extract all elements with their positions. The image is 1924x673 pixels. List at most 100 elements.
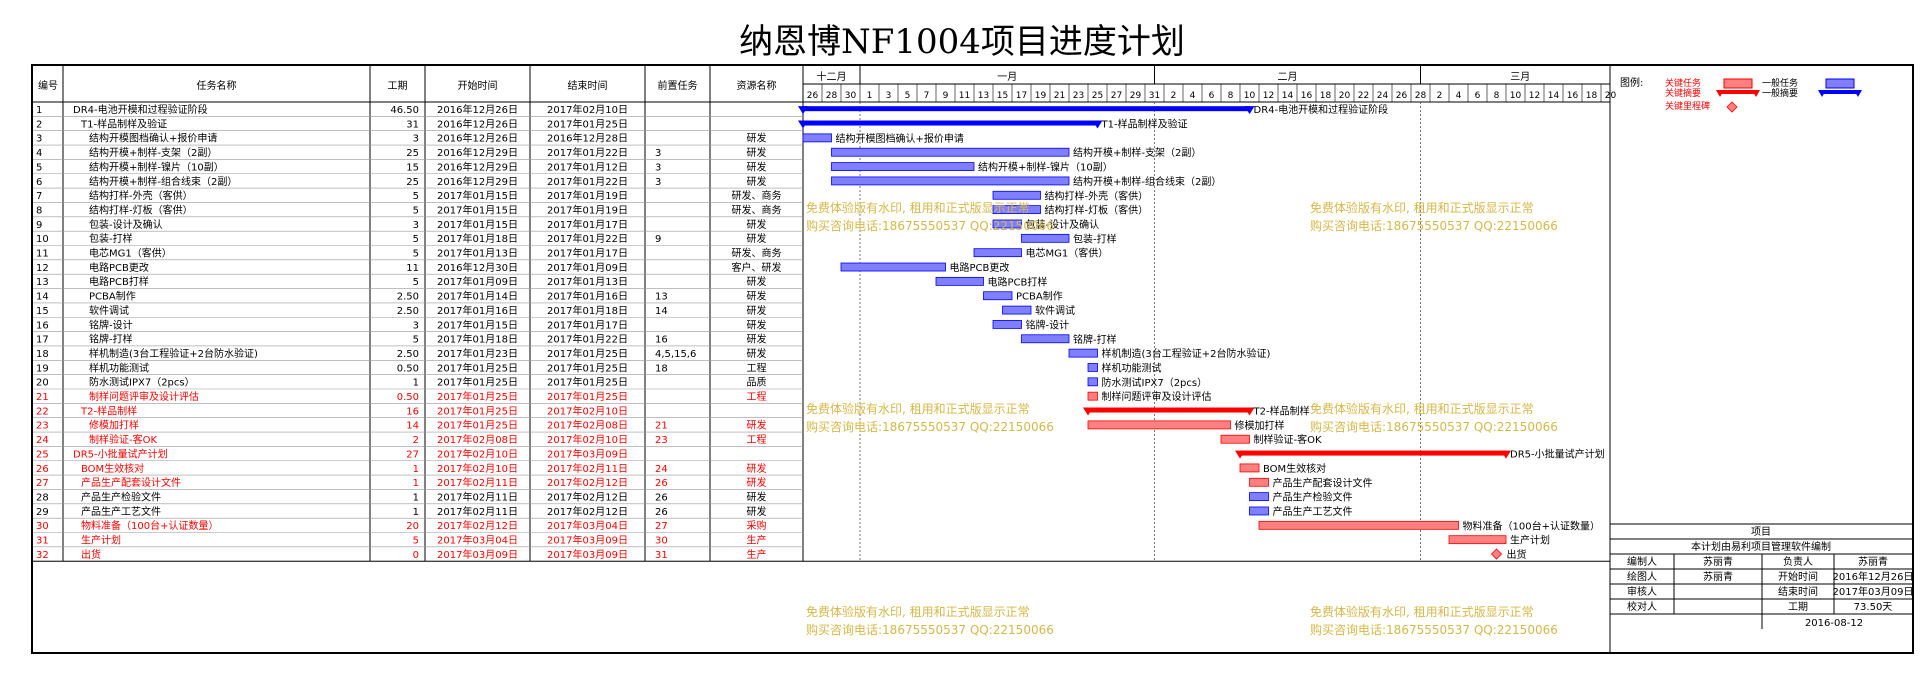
task-bar — [1087, 363, 1098, 372]
task-end: 2017年01月17日 — [547, 318, 628, 331]
task-end: 2017年02月11日 — [547, 462, 628, 475]
info-cell: 苏丽青 — [1858, 555, 1888, 568]
day-tick-label: 8 — [1228, 91, 1234, 101]
day-tick-label: 28 — [1415, 91, 1427, 101]
legend-label: 图例: — [1620, 76, 1643, 89]
watermark-text: 购买咨询电话:18675550537 QQ:22150066 — [1310, 218, 1558, 233]
task-id: 7 — [36, 191, 42, 202]
month-label: 十二月 — [817, 70, 847, 83]
task-duration: 11 — [406, 263, 419, 274]
day-tick-label: 25 — [1092, 91, 1103, 101]
task-name: 电路PCB更改 — [89, 261, 149, 274]
day-tick-label: 10 — [1510, 91, 1522, 101]
task-predecessor: 26 — [655, 492, 668, 503]
task-duration: 5 — [413, 205, 419, 216]
task-id: 23 — [36, 421, 49, 432]
task-end: 2017年01月17日 — [547, 247, 628, 260]
task-resource: 客户、研发 — [732, 261, 782, 274]
info-project-label: 项目 — [1751, 526, 1771, 538]
task-end: 2016年12月28日 — [547, 132, 628, 145]
task-end: 2017年01月22日 — [547, 175, 628, 188]
task-end: 2017年01月17日 — [547, 218, 628, 231]
day-tick-label: 21 — [1054, 91, 1065, 101]
task-resource: 工程 — [747, 362, 767, 374]
summary-end-cap — [1092, 120, 1103, 129]
task-resource: 研发 — [747, 175, 767, 188]
task-name: 修模加打样 — [89, 419, 139, 432]
day-tick-label: 31 — [1149, 91, 1160, 101]
day-tick-label: 11 — [959, 91, 970, 101]
task-name: 结构打样-外壳（客供） — [89, 189, 193, 202]
task-name: 电路PCB打样 — [89, 275, 149, 288]
task-id: 17 — [36, 335, 49, 346]
task-duration: 1 — [413, 464, 419, 475]
task-duration: 14 — [406, 421, 419, 432]
task-resource: 研发 — [747, 275, 767, 288]
task-id: 30 — [36, 521, 49, 532]
watermark-text: 免费体验版有水印, 租用和正式版显示正常 — [806, 604, 1030, 619]
bar-label: 铭牌-打样 — [1073, 333, 1117, 346]
info-cell: 2017年03月09日 — [1833, 585, 1914, 598]
month-label: 三月 — [1510, 71, 1530, 83]
info-cell: 结束时间 — [1778, 585, 1818, 598]
task-bar — [1087, 420, 1231, 430]
day-tick-label: 20 — [1339, 91, 1351, 101]
task-duration: 0 — [413, 550, 419, 561]
watermark-text: 购买咨询电话:18675550537 QQ:22150066 — [806, 622, 1054, 637]
task-duration: 5 — [413, 335, 419, 346]
task-duration: 27 — [406, 449, 419, 460]
bar-label: PCBA制作 — [1016, 290, 1063, 303]
day-tick-label: 17 — [1016, 91, 1027, 101]
task-end: 2017年01月16日 — [547, 290, 628, 303]
legend-swatch-normal-summary — [1822, 90, 1858, 94]
task-name: 防水测试IPX7（2pcs） — [89, 376, 195, 389]
task-start: 2017年03月09日 — [437, 548, 518, 561]
day-tick-label: 16 — [1301, 91, 1313, 101]
task-bar — [1249, 477, 1269, 487]
bar-label: T1-样品制样及验证 — [1101, 118, 1188, 131]
task-predecessor: 14 — [655, 306, 668, 317]
task-id: 8 — [36, 205, 42, 216]
task-bar — [1258, 520, 1459, 530]
task-bar — [992, 320, 1022, 329]
task-predecessor: 23 — [655, 435, 668, 446]
task-start: 2017年01月15日 — [437, 218, 518, 231]
task-end: 2017年01月13日 — [547, 275, 628, 288]
task-bar — [1220, 434, 1250, 444]
task-start: 2017年01月13日 — [437, 247, 518, 260]
day-tick-label: 12 — [1263, 91, 1274, 101]
task-resource: 品质 — [747, 377, 767, 389]
day-tick-label: 15 — [997, 91, 1008, 101]
task-resource: 生产 — [747, 534, 767, 547]
task-bar — [1249, 506, 1269, 516]
task-resource: 研发 — [747, 419, 767, 432]
task-bar — [831, 176, 1070, 186]
task-id: 3 — [36, 134, 42, 145]
task-start: 2016年12月26日 — [437, 117, 518, 130]
task-id: 32 — [36, 550, 49, 561]
task-name: 物料准备（100台+认证数量） — [81, 519, 218, 532]
day-tick-label: 20 — [1605, 91, 1617, 101]
summary-bar — [803, 120, 1098, 126]
day-tick-label: 16 — [1567, 91, 1579, 101]
bar-label: 修模加打样 — [1235, 419, 1285, 432]
task-name: 铭牌-打样 — [89, 333, 133, 346]
task-end: 2017年03月09日 — [547, 534, 628, 547]
task-bar — [983, 291, 1013, 301]
task-name: 结构开模+制样-镍片（10副） — [89, 160, 224, 173]
task-bar — [935, 276, 984, 286]
task-duration: 1 — [413, 378, 419, 389]
day-tick-label: 8 — [1494, 91, 1500, 101]
watermark-text: 免费体验版有水印, 租用和正式版显示正常 — [1310, 401, 1534, 416]
task-bar — [1021, 334, 1070, 344]
info-cell: 工期 — [1788, 601, 1808, 613]
task-resource: 研发 — [747, 218, 767, 231]
task-duration: 1 — [413, 478, 419, 489]
bar-label: 防水测试IPX7（2pcs） — [1102, 376, 1208, 389]
legend-swatch-normal-summary — [1818, 90, 1826, 97]
legend-item-label: 一般摘要 — [1762, 87, 1798, 99]
bar-label: 制样问题评审及设计评估 — [1102, 390, 1212, 403]
task-resource: 研发 — [747, 160, 767, 173]
task-end: 2017年02月08日 — [547, 419, 628, 432]
task-resource: 研发 — [747, 146, 767, 159]
